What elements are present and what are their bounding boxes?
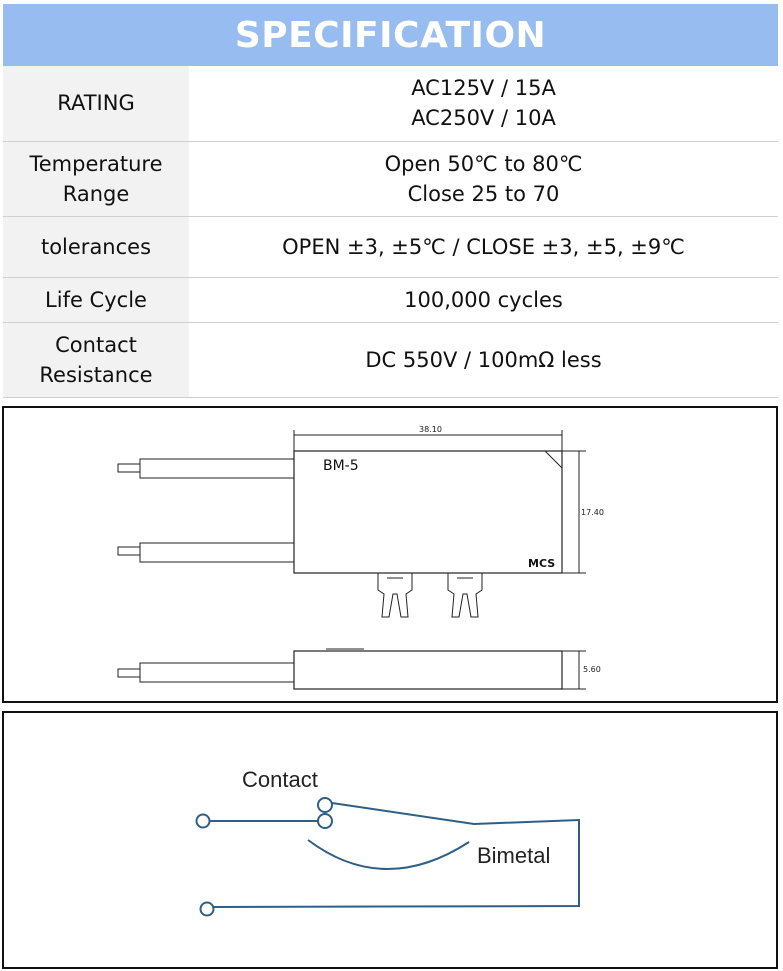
wire-top-2-tip <box>117 546 141 556</box>
body-side-view <box>293 650 563 690</box>
spec-row-life-cycle: Life Cycle 100,000 cycles <box>3 277 778 323</box>
dimension-drawing-panel: 38.10 17.40 5.60 BM-5 MCS <box>2 406 778 703</box>
spec-value-line: AC125V / 15A <box>411 76 556 101</box>
spec-label: RATING <box>3 66 189 142</box>
dim-width-label: 38.10 <box>419 425 442 434</box>
spec-label: Temperature Range <box>3 141 189 217</box>
spec-value: Open 50℃ to 80℃ Close 25 to 70 <box>189 141 778 217</box>
spec-label: Life Cycle <box>3 277 189 323</box>
wire-side-insulation <box>139 662 295 683</box>
spec-row-contact-resistance: Contact Resistance DC 550V / 100mΩ less <box>3 322 778 398</box>
spec-value: AC125V / 15A AC250V / 10A <box>189 66 778 142</box>
spec-label-line: Life Cycle <box>45 287 147 312</box>
wire-top-1 <box>117 463 141 473</box>
wire-side-tip <box>117 668 141 678</box>
spec-table: RATING AC125V / 15A AC250V / 10A Tempera… <box>3 66 778 398</box>
spec-label-line: Resistance <box>39 362 153 387</box>
body-top-view <box>293 450 563 574</box>
dim-thickness-label: 5.60 <box>583 665 601 674</box>
spec-label-line: tolerances <box>40 234 152 259</box>
mounting-clip-left <box>377 573 413 618</box>
spec-value-line: AC250V / 10A <box>411 106 556 131</box>
brand-mark: MCS <box>528 557 555 570</box>
spec-label: tolerances <box>3 216 189 278</box>
spec-value-line: Open 50℃ to 80℃ <box>384 151 583 176</box>
spec-label-line: Range <box>62 181 130 206</box>
bimetal-strip <box>212 802 580 908</box>
spec-label-line: Contact <box>55 332 137 357</box>
output-terminal <box>199 901 215 917</box>
spec-value-line: OPEN ±3, ±5℃ / CLOSE ±3, ±5, ±9℃ <box>282 234 685 259</box>
input-terminal <box>195 813 211 829</box>
corner-chamfer <box>544 450 563 469</box>
bimetal-arc <box>307 839 470 870</box>
spec-value-line: DC 550V / 100mΩ less <box>365 347 602 372</box>
spec-title-bar: SPECIFICATION <box>3 4 778 66</box>
spec-row-temperature: Temperature Range Open 50℃ to 80℃ Close … <box>3 141 778 217</box>
wire-top-1-insulation <box>139 458 295 479</box>
spec-value: 100,000 cycles <box>189 277 778 323</box>
contact-upper <box>317 797 333 813</box>
spec-value: OPEN ±3, ±5℃ / CLOSE ±3, ±5, ±9℃ <box>189 216 778 278</box>
spec-row-tolerances: tolerances OPEN ±3, ±5℃ / CLOSE ±3, ±5, … <box>3 216 778 278</box>
wire-top-2-insulation <box>139 542 295 563</box>
spec-row-rating: RATING AC125V / 15A AC250V / 10A <box>3 66 778 142</box>
dim-height-label: 17.40 <box>581 508 604 517</box>
contact-lower <box>317 813 333 829</box>
spec-value-line: 100,000 cycles <box>404 287 563 312</box>
dimension-drawing: 38.10 17.40 5.60 BM-5 MCS <box>117 425 604 690</box>
spec-title: SPECIFICATION <box>234 14 547 56</box>
bimetal-label: Bimetal <box>477 843 550 868</box>
spec-label-line: RATING <box>57 91 135 116</box>
schematic-panel: Contact Bimetal <box>2 711 778 969</box>
spec-label-line: Temperature <box>29 151 163 176</box>
mounting-clip-right <box>447 573 483 618</box>
bimetal-schematic: Contact Bimetal <box>195 767 580 917</box>
spec-label: Contact Resistance <box>3 322 189 398</box>
contact-label: Contact <box>242 767 318 792</box>
spec-value-line: Close 25 to 70 <box>407 181 560 206</box>
spec-value: DC 550V / 100mΩ less <box>189 322 778 398</box>
model-mark: BM-5 <box>323 458 359 474</box>
